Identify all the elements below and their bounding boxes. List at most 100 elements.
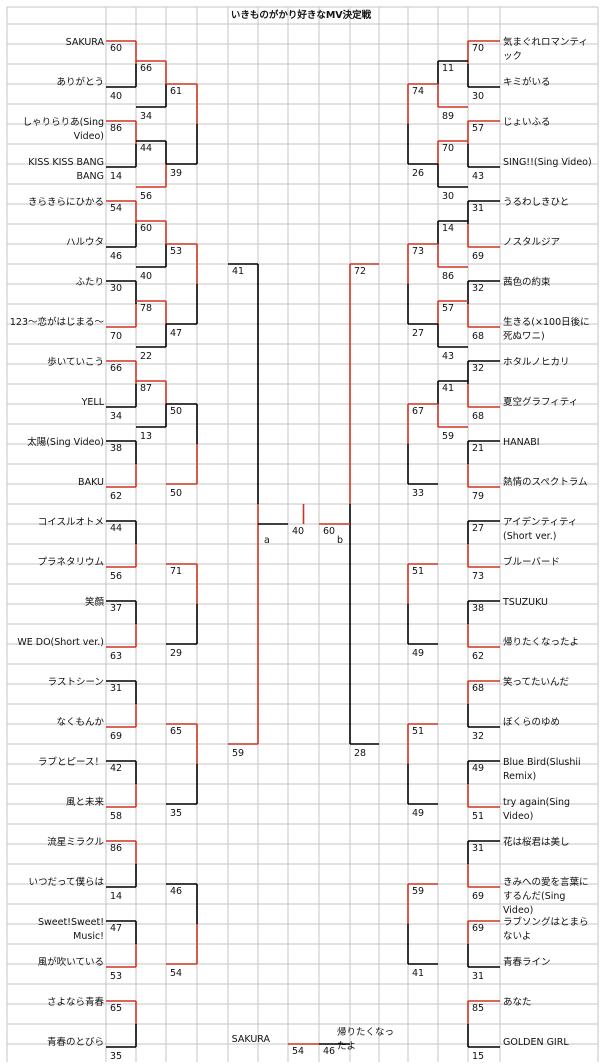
vote-score: 70 xyxy=(472,43,485,54)
song-name-left: きらきらにひかる xyxy=(27,197,104,208)
song-name-left: さよなら青春 xyxy=(46,997,104,1008)
song-name-right: SING!!(Sing Video) xyxy=(503,157,592,168)
vote-score: 87 xyxy=(140,383,153,394)
vote-score: 65 xyxy=(110,1003,123,1014)
vote-score: 66 xyxy=(110,363,123,374)
vote-score: 41 xyxy=(442,383,455,394)
vote-score: 42 xyxy=(110,763,123,774)
bracket-lines xyxy=(106,40,500,1048)
third-place-left: SAKURA xyxy=(231,1034,270,1045)
vote-score: 54 xyxy=(170,968,183,979)
vote-score: 41 xyxy=(412,968,425,979)
song-name-left: ふたり xyxy=(75,277,104,288)
vote-score: 62 xyxy=(110,491,123,502)
song-name-right: ぼくらのゆめ xyxy=(503,717,561,728)
song-name-right: キミがいる xyxy=(503,77,551,88)
vote-score: 66 xyxy=(140,63,153,74)
song-name-left: YELL xyxy=(81,397,104,408)
vote-score: 14 xyxy=(110,171,123,182)
vote-score: 57 xyxy=(442,303,455,314)
song-name-right: HANABI xyxy=(503,437,540,448)
vote-score: 37 xyxy=(110,603,123,614)
song-name-left: 青春のとびら xyxy=(46,1037,104,1048)
vote-score: 70 xyxy=(110,331,123,342)
semifinal-label-a: a xyxy=(264,535,270,546)
vote-score: 44 xyxy=(110,523,123,534)
vote-score: 61 xyxy=(170,86,183,97)
vote-score: 46 xyxy=(110,251,123,262)
song-name-right: じょいふる xyxy=(503,117,551,128)
vote-score: 73 xyxy=(472,571,485,582)
vote-score: 31 xyxy=(472,843,485,854)
song-name-right: 気まぐれロマンティック xyxy=(503,37,588,62)
vote-score: 59 xyxy=(412,886,425,897)
vote-score: 30 xyxy=(472,91,485,102)
vote-score: 38 xyxy=(472,603,485,614)
song-name-left: 歩いていこう xyxy=(47,357,104,368)
vote-score: 79 xyxy=(472,491,485,502)
vote-score: 32 xyxy=(472,731,485,742)
vote-score: 35 xyxy=(110,1051,123,1062)
vote-score: 40 xyxy=(110,91,123,102)
vote-score: 65 xyxy=(170,726,183,737)
vote-score: 69 xyxy=(110,731,123,742)
vote-score: 38 xyxy=(110,443,123,454)
song-name-left: 太陽(Sing Video) xyxy=(27,437,104,448)
vote-score: 73 xyxy=(412,246,425,257)
vote-score: 69 xyxy=(472,891,485,902)
song-name-right: 笑ってたいんだ xyxy=(503,677,570,688)
vote-score: 15 xyxy=(472,1051,485,1062)
song-name-left: 風が吹いている xyxy=(37,957,104,968)
vote-score: 62 xyxy=(472,651,485,662)
vote-score: 68 xyxy=(472,683,485,694)
vote-score: 28 xyxy=(354,748,367,759)
song-name-left: なくもんか xyxy=(56,717,104,728)
song-name-right: 花は桜君は美し xyxy=(503,837,570,848)
vote-score: 33 xyxy=(412,488,425,499)
song-name-right: Blue Bird(Slushii Remix) xyxy=(503,757,581,782)
vote-score: 30 xyxy=(110,283,123,294)
song-name-right: 茜色の約束 xyxy=(503,277,551,288)
song-name-left: 123〜恋がはじまる〜 xyxy=(9,317,104,328)
vote-score: 29 xyxy=(170,648,183,659)
vote-score: 69 xyxy=(472,251,485,262)
vote-score: 43 xyxy=(442,351,455,362)
song-name-left: しゃりらりあ(Sing Video) xyxy=(22,117,104,142)
song-name-left: プラネタリウム xyxy=(37,557,104,568)
vote-score: 32 xyxy=(472,363,485,374)
vote-score: 56 xyxy=(140,191,153,202)
vote-score: 60 xyxy=(323,526,336,537)
vote-score: 58 xyxy=(110,811,123,822)
grid-lines xyxy=(6,6,599,1062)
song-name-left: コイスルオトメ xyxy=(37,517,104,528)
song-name-right: きみへの愛を言葉にするんだ(Sing Video) xyxy=(503,877,589,916)
vote-score: 54 xyxy=(292,1046,305,1057)
vote-score: 46 xyxy=(323,1046,336,1057)
vote-score: 86 xyxy=(110,843,123,854)
vote-score: 78 xyxy=(140,303,153,314)
vote-score: 40 xyxy=(292,526,305,537)
vote-score: 39 xyxy=(170,168,183,179)
vote-score: 67 xyxy=(412,406,425,417)
vote-score: 53 xyxy=(110,971,123,982)
semifinal-label-b: b xyxy=(337,535,344,546)
vote-score: 86 xyxy=(110,123,123,134)
vote-score: 49 xyxy=(412,808,425,819)
song-name-right: GOLDEN GIRL xyxy=(503,1037,569,1048)
vote-score: 50 xyxy=(170,488,183,499)
vote-score: 49 xyxy=(472,763,485,774)
vote-score: 74 xyxy=(412,86,425,97)
vote-score: 56 xyxy=(110,571,123,582)
song-name-right: あなた xyxy=(503,997,532,1008)
song-name-left: Sweet!Sweet! Music! xyxy=(37,917,104,942)
song-name-right: ノスタルジア xyxy=(503,237,561,248)
song-name-left: ラブとピース！ xyxy=(37,757,104,768)
vote-score: 47 xyxy=(110,923,123,934)
song-name-left: 笑顔 xyxy=(84,597,104,608)
vote-score: 27 xyxy=(412,328,425,339)
vote-score: 27 xyxy=(472,523,485,534)
vote-score: 30 xyxy=(442,191,455,202)
song-name-left: BAKU xyxy=(78,477,104,488)
vote-score: 54 xyxy=(110,203,123,214)
vote-score: 35 xyxy=(170,808,183,819)
